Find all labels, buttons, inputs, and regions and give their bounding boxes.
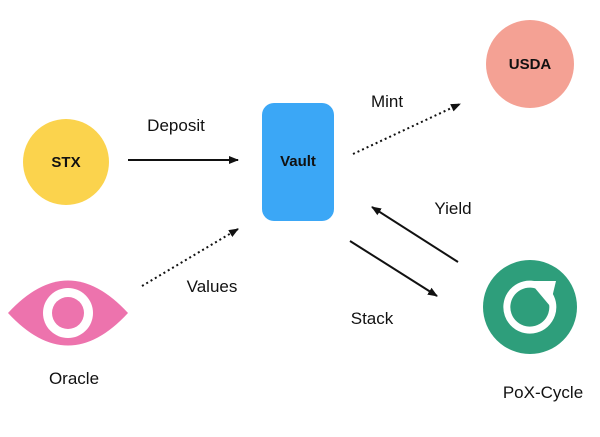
stx-label: STX <box>51 154 80 171</box>
mint-label: Mint <box>371 92 403 111</box>
yield-label: Yield <box>434 199 471 218</box>
deposit-label: Deposit <box>147 116 205 135</box>
vault-label: Vault <box>280 153 316 170</box>
edge-values: Values <box>141 228 239 296</box>
refresh-arc <box>503 280 557 334</box>
eye-icon <box>8 280 128 346</box>
stx-node: STX <box>23 119 109 205</box>
mint-arrow <box>352 103 461 155</box>
vault-node: Vault <box>262 103 334 221</box>
edge-deposit: Deposit <box>128 116 239 164</box>
eye-pupil <box>52 297 84 329</box>
values-arrow <box>141 228 239 287</box>
usda-circle <box>486 20 574 108</box>
usda-label: USDA <box>509 56 552 73</box>
values-label: Values <box>187 277 238 296</box>
pox-circle <box>483 260 577 354</box>
yield-arrow <box>371 206 459 263</box>
pox-label: PoX-Cycle <box>503 383 583 402</box>
stack-arrow <box>349 240 438 297</box>
usda-node: USDA <box>486 20 574 108</box>
vault-box <box>262 103 334 221</box>
stx-circle <box>23 119 109 205</box>
edge-yield: Yield <box>371 199 472 263</box>
oracle-label: Oracle <box>49 369 99 388</box>
refresh-arrowhead <box>529 281 556 306</box>
edge-stack: Stack <box>349 240 438 328</box>
stack-label: Stack <box>351 309 394 328</box>
refresh-icon <box>483 260 577 354</box>
edge-mint: Mint <box>352 92 461 155</box>
